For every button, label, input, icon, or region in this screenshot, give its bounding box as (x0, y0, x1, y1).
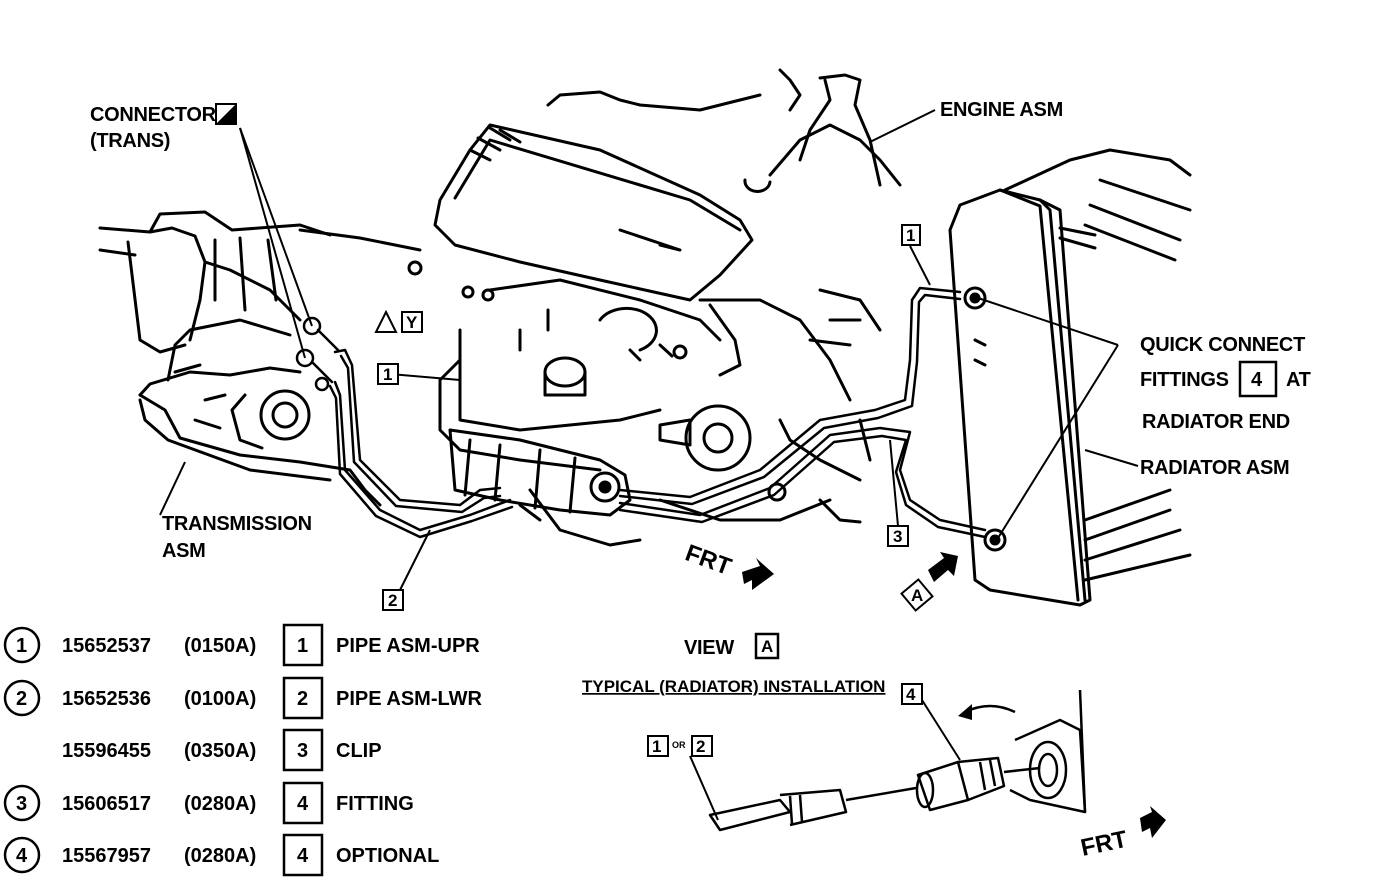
parts-box-number: 4 (297, 845, 309, 867)
label-quick-connect: QUICK CONNECT FITTINGS 4 AT RADIATOR END (1140, 334, 1311, 433)
front-arrow-view-icon (1140, 806, 1166, 838)
parts-code: (0350A) (184, 740, 256, 762)
frt-view-label: FRT (1078, 826, 1130, 862)
y-box-label: Y (406, 313, 418, 332)
view-or-text: OR (672, 740, 686, 750)
callout-2: 2 (388, 591, 397, 610)
callout-1-mid: 1 (383, 365, 392, 384)
callout-1-top: 1 (906, 226, 915, 245)
view-a-detail: VIEW A TYPICAL (RADIATOR) INSTALLATION 4… (582, 632, 1166, 862)
label-connector: CONNECTOR (TRANS) (90, 103, 237, 152)
view-a-marker: A (900, 552, 958, 612)
quick-connect-box (1238, 360, 1278, 398)
parts-table-row: 2 15652536 (0100A) 2 PIPE ASM-LWR (3, 676, 482, 720)
parts-circle-number: 2 (16, 688, 27, 710)
view-callout-4: 4 (906, 685, 916, 704)
view-a-diamond-box (900, 578, 934, 612)
view-title-box-label: A (761, 637, 773, 656)
parts-description: PIPE ASM-LWR (336, 688, 482, 710)
parts-box (282, 676, 324, 720)
starter-drawing (448, 428, 632, 517)
parts-description: OPTIONAL (336, 845, 439, 867)
callout-box-1-top (901, 224, 921, 246)
callout-3: 3 (893, 527, 902, 546)
parts-box-number: 2 (297, 688, 308, 710)
quick-connect-at-label: AT (1286, 369, 1311, 391)
transmission-asm-label: ASM (162, 540, 206, 562)
parts-circle (3, 784, 41, 822)
quick-connect-fittings-label: FITTINGS (1140, 369, 1229, 391)
callout-box-1-mid (377, 363, 399, 385)
y-box (401, 311, 423, 333)
front-arrow-icon (742, 558, 774, 590)
parts-table-row: 1 15652537 (0150A) 1 PIPE ASM-UPR (3, 623, 480, 667)
parts-code: (0150A) (184, 635, 256, 657)
parts-table-row: 4 15567957 (0280A) 4 OPTIONAL (3, 833, 439, 877)
view-a-arrow-icon (928, 552, 958, 582)
parts-circle (3, 626, 41, 664)
frt-main-label: FRT (682, 540, 735, 581)
view-title-box (754, 632, 780, 660)
parts-box (282, 781, 324, 825)
rotation-arrow-icon (964, 704, 1016, 714)
view-callout-box-2 (691, 735, 713, 757)
quick-connect-label: QUICK CONNECT (1140, 334, 1305, 356)
parts-number: 15652537 (62, 635, 151, 657)
warning-triangle-icon (374, 309, 398, 333)
parts-box-number: 4 (297, 793, 309, 815)
transmission-drawing (98, 210, 422, 507)
parts-code: (0280A) (184, 793, 256, 815)
radiator-end-label: RADIATOR END (1142, 411, 1290, 433)
callout-box-3 (887, 525, 909, 547)
parts-description: CLIP (336, 740, 382, 762)
engine-asm-label: ENGINE ASM (940, 99, 1063, 121)
engine-drawing (407, 68, 902, 547)
parts-box (282, 728, 324, 772)
view-callout-box-1 (647, 735, 669, 757)
parts-number: 15596455 (62, 740, 151, 762)
parts-description: FITTING (336, 793, 414, 815)
parts-box-number: 3 (297, 740, 308, 762)
parts-number: 15567957 (62, 845, 151, 867)
y-callout: Y (374, 309, 423, 333)
connector-sub-label: (TRANS) (90, 130, 170, 152)
leader-lines (159, 109, 1139, 595)
parts-table-row: 3 15606517 (0280A) 4 FITTING (3, 781, 414, 825)
parts-number: 15606517 (62, 793, 151, 815)
parts-table: 1 15652537 (0150A) 1 PIPE ASM-UPR 2 15652536 (0… (3, 623, 482, 877)
transmission-label: TRANSMISSION (162, 513, 312, 535)
view-callout-1: 1 (652, 737, 661, 756)
parts-box-number: 1 (297, 635, 308, 657)
parts-table-row: 15596455 (0350A) 3 CLIP (62, 728, 382, 772)
parts-circle (3, 836, 41, 874)
callout-box-2 (382, 589, 404, 611)
parts-circle-number: 4 (16, 845, 28, 867)
parts-number: 15652536 (62, 688, 151, 710)
parts-description: PIPE ASM-UPR (336, 635, 480, 657)
quick-connect-box-number: 4 (1251, 369, 1263, 391)
callout-boxes: 1 1 2 3 (377, 224, 921, 611)
parts-circle-number: 3 (16, 793, 27, 815)
parts-circle-number: 1 (16, 635, 27, 657)
radiator-drawing (948, 148, 1192, 607)
view-title: VIEW (684, 637, 734, 659)
connector-label: CONNECTOR (90, 104, 217, 126)
parts-code: (0100A) (184, 688, 256, 710)
cooler-pipes (295, 286, 987, 539)
parts-box (282, 623, 324, 667)
frt-arrow-main: FRT (682, 540, 774, 590)
label-transmission: TRANSMISSION ASM (162, 513, 312, 562)
parts-code: (0280A) (184, 845, 256, 867)
parts-box (282, 833, 324, 877)
connector-box-fill-icon (216, 104, 236, 124)
view-callout-2: 2 (696, 737, 705, 756)
view-callout-box-4 (901, 683, 923, 705)
radiator-asm-label: RADIATOR ASM (1140, 457, 1289, 479)
view-subtitle: TYPICAL (RADIATOR) INSTALLATION (582, 677, 885, 696)
parts-circle (3, 679, 41, 717)
view-a-diamond-label: A (911, 586, 923, 605)
